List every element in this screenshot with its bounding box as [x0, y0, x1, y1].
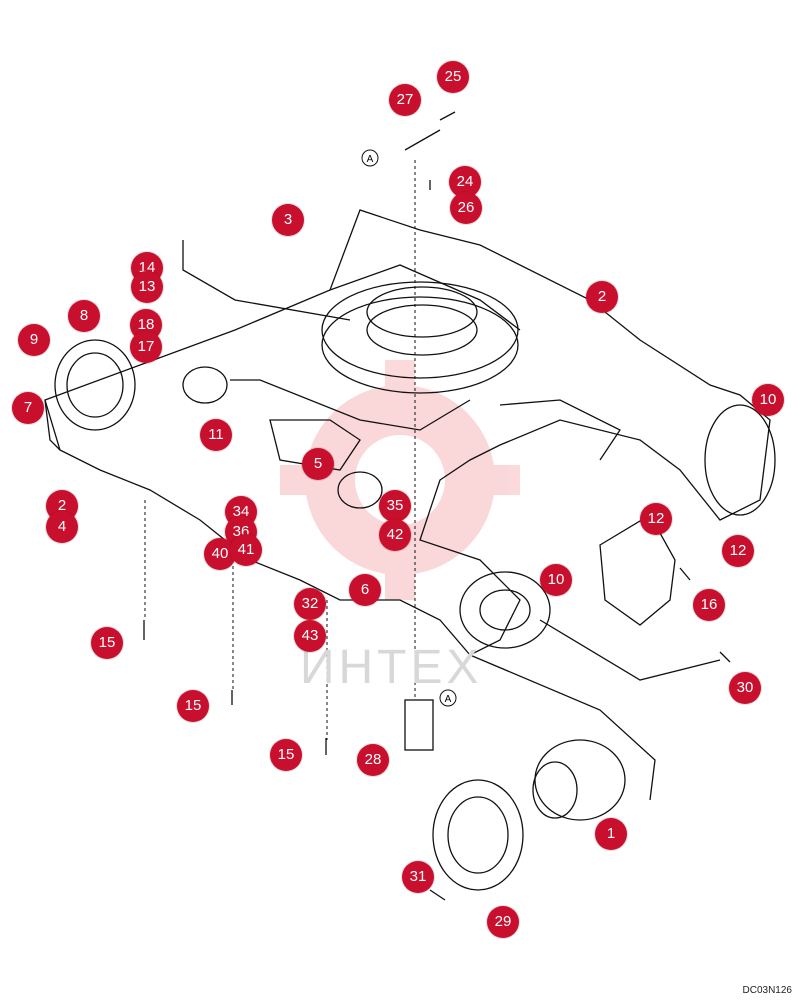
- reference-marker-bottom: A: [439, 689, 457, 707]
- callout-13[interactable]: 13: [131, 271, 163, 303]
- callout-31[interactable]: 31: [402, 861, 434, 893]
- callout-42[interactable]: 42: [379, 519, 411, 551]
- callout-11[interactable]: 11: [200, 419, 232, 451]
- callout-29[interactable]: 29: [487, 906, 519, 938]
- callout-30[interactable]: 30: [729, 672, 761, 704]
- callout-15[interactable]: 15: [270, 739, 302, 771]
- drawing-code: DC03N126: [742, 985, 792, 996]
- callout-17[interactable]: 17: [130, 331, 162, 363]
- callout-24[interactable]: 24: [449, 166, 481, 198]
- callout-35[interactable]: 35: [379, 490, 411, 522]
- callout-12[interactable]: 12: [640, 503, 672, 535]
- callout-41[interactable]: 41: [230, 534, 262, 566]
- callout-7[interactable]: 7: [12, 392, 44, 424]
- watermark-gear-icon: [280, 360, 520, 600]
- center-axis-lines: [144, 160, 416, 740]
- callout-27[interactable]: 27: [389, 84, 421, 116]
- callout-8[interactable]: 8: [68, 300, 100, 332]
- callout-28[interactable]: 28: [357, 744, 389, 776]
- callout-16[interactable]: 16: [693, 589, 725, 621]
- callout-15[interactable]: 15: [91, 627, 123, 659]
- reference-marker-top: A: [361, 149, 379, 167]
- ref-marker-text: A: [445, 694, 452, 705]
- callout-12[interactable]: 12: [722, 535, 754, 567]
- callout-26[interactable]: 26: [450, 192, 482, 224]
- callout-9[interactable]: 9: [18, 324, 50, 356]
- callout-5[interactable]: 5: [302, 448, 334, 480]
- callout-15[interactable]: 15: [177, 690, 209, 722]
- callout-10[interactable]: 10: [752, 384, 784, 416]
- callout-1[interactable]: 1: [595, 818, 627, 850]
- ref-marker-text: A: [367, 154, 374, 165]
- callout-6[interactable]: 6: [349, 574, 381, 606]
- callout-2[interactable]: 2: [586, 281, 618, 313]
- callout-10[interactable]: 10: [540, 564, 572, 596]
- callout-32[interactable]: 32: [294, 588, 326, 620]
- callout-4[interactable]: 4: [46, 511, 78, 543]
- callout-3[interactable]: 3: [272, 204, 304, 236]
- watermark-text: ИНТЕХ: [300, 641, 483, 694]
- callout-25[interactable]: 25: [437, 61, 469, 93]
- callout-43[interactable]: 43: [294, 620, 326, 652]
- frame-linework: [44, 111, 776, 901]
